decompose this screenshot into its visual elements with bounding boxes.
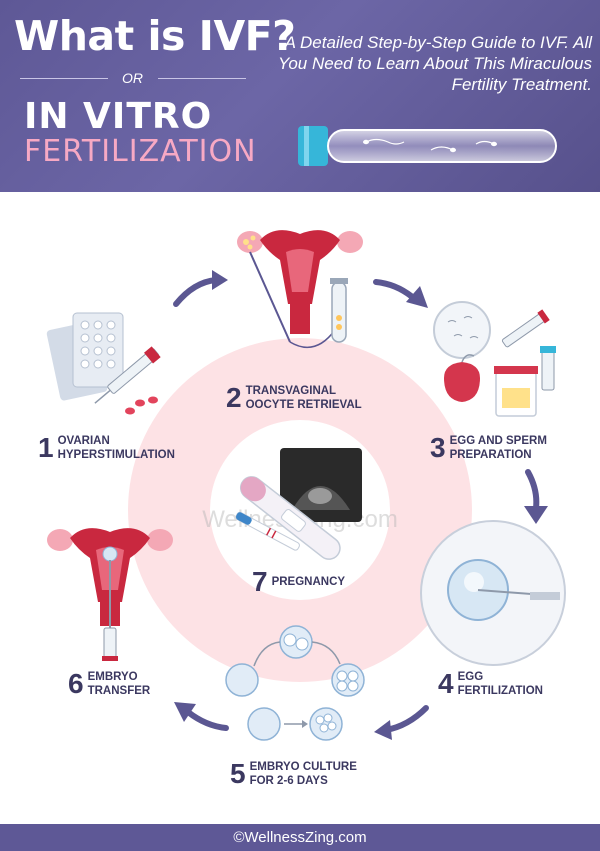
- step-label-line1: OVARIAN: [57, 435, 110, 447]
- footer-credit: ©WellnessZing.com: [0, 824, 600, 851]
- step-2: 2 TRANSVAGINAL OOCYTE RETRIEVAL: [226, 384, 362, 412]
- arrow-5-to-6: [174, 702, 229, 731]
- uterus-retrieval-icon: [237, 230, 363, 349]
- main-title: What is IVF?: [14, 12, 296, 60]
- arrow-4-to-5: [374, 705, 429, 740]
- egg-fertilization-icon: [420, 520, 566, 666]
- pills-syringe-icon: [46, 312, 161, 415]
- test-tube-icon: [298, 126, 557, 166]
- step-7: 7 PREGNANCY: [252, 568, 345, 596]
- or-label: OR: [122, 70, 143, 86]
- arrow-2-to-3: [373, 279, 428, 308]
- step-label-line2: FOR 2-6 DAYS: [249, 775, 328, 787]
- step-label: PREGNANCY: [271, 576, 346, 588]
- step-label: EGG AND SPERM PREPARATION: [450, 434, 547, 462]
- step-label-line1: EGG: [457, 671, 484, 683]
- arrow-1-to-2: [173, 270, 228, 307]
- fertilization-heading: FERTILIZATION: [24, 134, 257, 169]
- step-3: 3 EGG AND SPERM PREPARATION: [430, 434, 547, 462]
- pregnancy-test-icon: [235, 448, 362, 560]
- header-banner: What is IVF? OR IN VITRO FERTILIZATION A…: [0, 0, 600, 192]
- step-label-line1: TRANSVAGINAL: [245, 385, 337, 397]
- subtitle: A Detailed Step-by-Step Guide to IVF. Al…: [277, 33, 592, 94]
- step-number: 2: [226, 382, 242, 413]
- step-label-line2: OOCYTE RETRIEVAL: [245, 399, 362, 411]
- step-number: 6: [68, 668, 84, 699]
- step-number: 4: [438, 668, 454, 699]
- step-4: 4 EGG FERTILIZATION: [438, 670, 543, 698]
- step-label-line1: EGG AND SPERM: [449, 435, 547, 447]
- embryo-culture-icon: [225, 625, 365, 741]
- step-number: 3: [430, 432, 446, 463]
- or-divider-right: [158, 78, 246, 79]
- step-5: 5 EMBRYO CULTURE FOR 2-6 DAYS: [230, 760, 357, 788]
- step-label-line1: EMBRYO: [87, 671, 138, 683]
- step-label: EMBRYO TRANSFER: [88, 670, 151, 698]
- step-label-line2: PREPARATION: [449, 449, 532, 461]
- step-label-line2: TRANSFER: [87, 685, 151, 697]
- or-divider-left: [20, 78, 108, 79]
- step-label-line2: HYPERSTIMULATION: [57, 449, 175, 461]
- step-number: 5: [230, 758, 246, 789]
- step-label: OVARIAN HYPERSTIMULATION: [58, 434, 175, 462]
- step-label-line2: FERTILIZATION: [457, 685, 543, 697]
- step-number: 1: [38, 432, 54, 463]
- arrow-3-to-4: [524, 469, 548, 524]
- step-label: EGG FERTILIZATION: [458, 670, 543, 698]
- embryo-transfer-icon: [47, 528, 173, 661]
- step-label: TRANSVAGINAL OOCYTE RETRIEVAL: [246, 384, 362, 412]
- step-1: 1 OVARIAN HYPERSTIMULATION: [38, 434, 175, 462]
- step-label-line1: EMBRYO CULTURE: [249, 761, 357, 773]
- step-6: 6 EMBRYO TRANSFER: [68, 670, 150, 698]
- step-number: 7: [252, 566, 268, 597]
- egg-sperm-preparation-icon: [433, 301, 556, 417]
- in-vitro-heading: IN VITRO: [24, 96, 213, 137]
- step-label: EMBRYO CULTURE FOR 2-6 DAYS: [250, 760, 357, 788]
